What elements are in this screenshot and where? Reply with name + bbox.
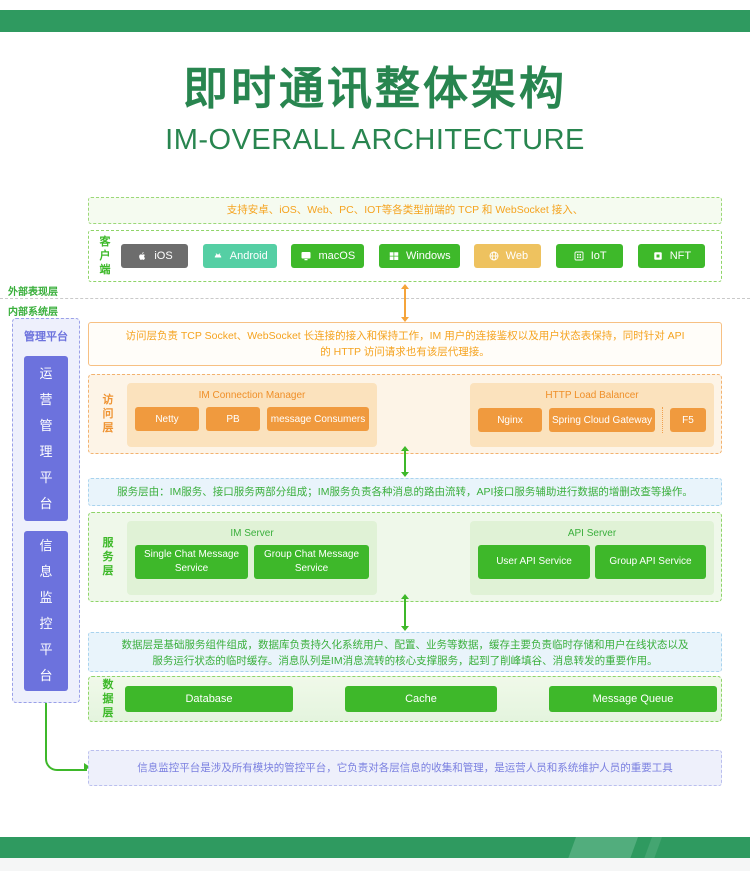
group-title: HTTP Load Balancer — [545, 390, 639, 401]
data-layer-label: 数据层 — [102, 679, 114, 719]
service-layer-description: 服务层由：IM服务、接口服务两部分组成；IM服务负责各种消息的路由流转，API接… — [88, 478, 722, 506]
platform-label: iOS — [154, 250, 173, 262]
platform-label: Android — [229, 250, 268, 262]
apple-icon — [136, 250, 148, 262]
group-api-service-chip: Group API Service — [595, 545, 706, 579]
footer-accent-stripe — [567, 837, 639, 858]
im-server-group: IM Server Single Chat Message Service Gr… — [127, 521, 377, 595]
platform-badge-ios: iOS — [121, 244, 188, 268]
web-globe-icon — [488, 250, 500, 262]
single-chat-service-chip: Single Chat Message Service — [135, 545, 248, 579]
group-title: API Server — [567, 528, 617, 539]
footer-green-bar — [0, 837, 750, 858]
access-layer: 访问层 IM Connection Manager Netty PB messa… — [88, 374, 722, 454]
message-consumers-chip: message Consumers — [267, 407, 369, 431]
platform-label: IoT — [590, 250, 607, 262]
dotted-divider — [662, 407, 663, 433]
monitoring-platform-description: 信息监控平台是涉及所有模块的管控平台，它负责对各层信息的收集和管理，是运营人员和… — [88, 750, 722, 786]
platform-badge-android: Android — [202, 244, 277, 268]
monitor-curve-connector — [45, 703, 87, 771]
client-layer-label: 客户端 — [99, 236, 111, 276]
database-chip: Database — [125, 686, 293, 712]
management-panel-label: 管理平台 — [24, 331, 68, 343]
platform-badge-windows: Windows — [378, 244, 460, 268]
top-green-bar — [0, 10, 750, 32]
group-title: IM Connection Manager — [198, 390, 306, 401]
ops-platform-label: 运营管理平台 — [39, 365, 53, 511]
monitor-connector-arrowhead — [84, 763, 90, 771]
information-monitoring-platform: 信息监控平台 — [24, 531, 68, 691]
platform-badge-web: Web — [474, 244, 542, 268]
client-layer: 客户端 iOS Android macOS Windows Web — [88, 230, 722, 282]
nft-icon — [652, 250, 664, 262]
access-layer-description: 访问层负责 TCP Socket、WebSocket 长连接的接入和保持工作，I… — [88, 322, 722, 366]
layer-divider-line — [0, 298, 750, 299]
platform-badge-macos: macOS — [291, 244, 365, 268]
group-chat-service-chip: Group Chat Message Service — [254, 545, 369, 579]
platform-badge-nft: NFT — [637, 244, 705, 268]
user-api-service-chip: User API Service — [478, 545, 590, 579]
nginx-chip: Nginx — [478, 408, 542, 432]
connector-access-service — [400, 446, 409, 477]
netty-chip: Netty — [135, 407, 199, 431]
connector-client-access — [400, 284, 409, 322]
iot-icon — [573, 250, 585, 262]
data-layer-description: 数据层是基础服务组件组成，数据库负责持久化系统用户、配置、业务等数据，缓存主要负… — [88, 632, 722, 672]
spring-cloud-gateway-chip: Spring Cloud Gateway — [549, 408, 655, 432]
platform-label: macOS — [318, 250, 356, 262]
connector-service-data — [400, 594, 409, 631]
monitor-platform-label: 信息监控平台 — [39, 538, 53, 683]
outer-layer-label: 外部表现层 — [8, 287, 58, 298]
platform-badge-iot: IoT — [556, 244, 624, 268]
platform-label: Windows — [405, 250, 451, 262]
access-layer-label: 访问层 — [102, 394, 114, 434]
group-title: IM Server — [230, 528, 274, 539]
footer-accent-stripe-thin — [643, 837, 663, 858]
page-subtitle: IM-OVERALL ARCHITECTURE — [165, 124, 585, 156]
cache-chip: Cache — [345, 686, 497, 712]
client-support-description: 支持安卓、iOS、Web、PC、IOT等各类型前端的 TCP 和 WebSock… — [88, 197, 722, 224]
im-connection-manager-group: IM Connection Manager Netty PB message C… — [127, 383, 377, 447]
service-layer-label: 服务层 — [102, 537, 114, 577]
windows-icon — [388, 250, 400, 262]
platform-label: NFT — [669, 250, 692, 262]
management-panel: 管理平台 运营管理平台 信息监控平台 — [12, 318, 80, 703]
http-load-balancer-group: HTTP Load Balancer Nginx Spring Cloud Ga… — [470, 383, 714, 447]
f5-chip: F5 — [670, 408, 706, 432]
platform-label: Web — [505, 250, 529, 262]
macos-icon — [300, 250, 312, 262]
pb-chip: PB — [206, 407, 260, 431]
platform-badges: iOS Android macOS Windows Web IoT — [121, 244, 705, 268]
message-queue-chip: Message Queue — [549, 686, 717, 712]
page-title: 即时通讯整体架构 — [182, 63, 567, 114]
inner-layer-label: 内部系统层 — [8, 307, 58, 318]
data-layer: 数据层 Database Cache Message Queue — [88, 676, 722, 722]
page-bottom-strip — [0, 858, 750, 871]
android-icon — [212, 250, 224, 262]
operations-management-platform: 运营管理平台 — [24, 356, 68, 521]
api-server-group: API Server User API Service Group API Se… — [470, 521, 714, 595]
service-layer: 服务层 IM Server Single Chat Message Servic… — [88, 512, 722, 602]
